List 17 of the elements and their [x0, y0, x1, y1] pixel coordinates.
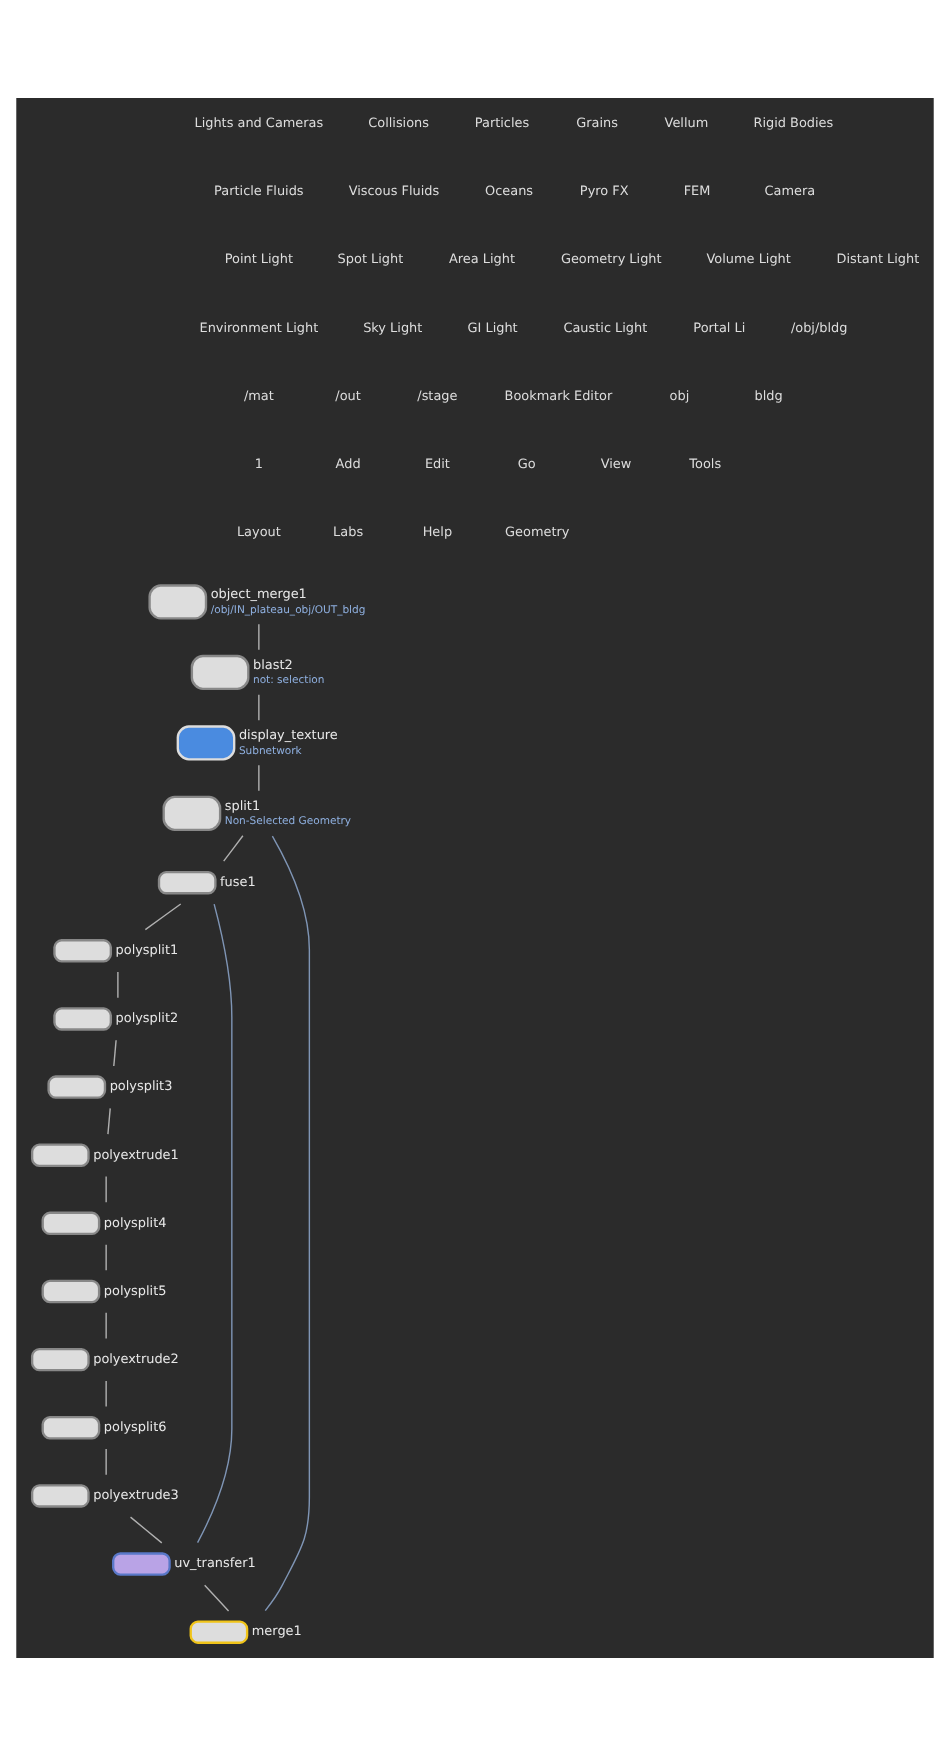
connector — [129, 1515, 163, 1543]
connector — [105, 1447, 107, 1475]
connector — [264, 834, 311, 1611]
connector — [105, 1242, 107, 1271]
connector — [258, 763, 260, 791]
connector — [144, 902, 182, 930]
connector — [105, 1174, 107, 1202]
connector — [105, 1379, 107, 1407]
connector — [105, 1311, 107, 1339]
connector — [117, 970, 119, 998]
connector — [107, 1106, 111, 1134]
connector — [113, 1038, 117, 1066]
connector — [258, 622, 260, 650]
connector — [258, 693, 260, 721]
connector — [223, 834, 244, 861]
connector — [203, 1583, 230, 1611]
connector — [196, 902, 233, 1543]
